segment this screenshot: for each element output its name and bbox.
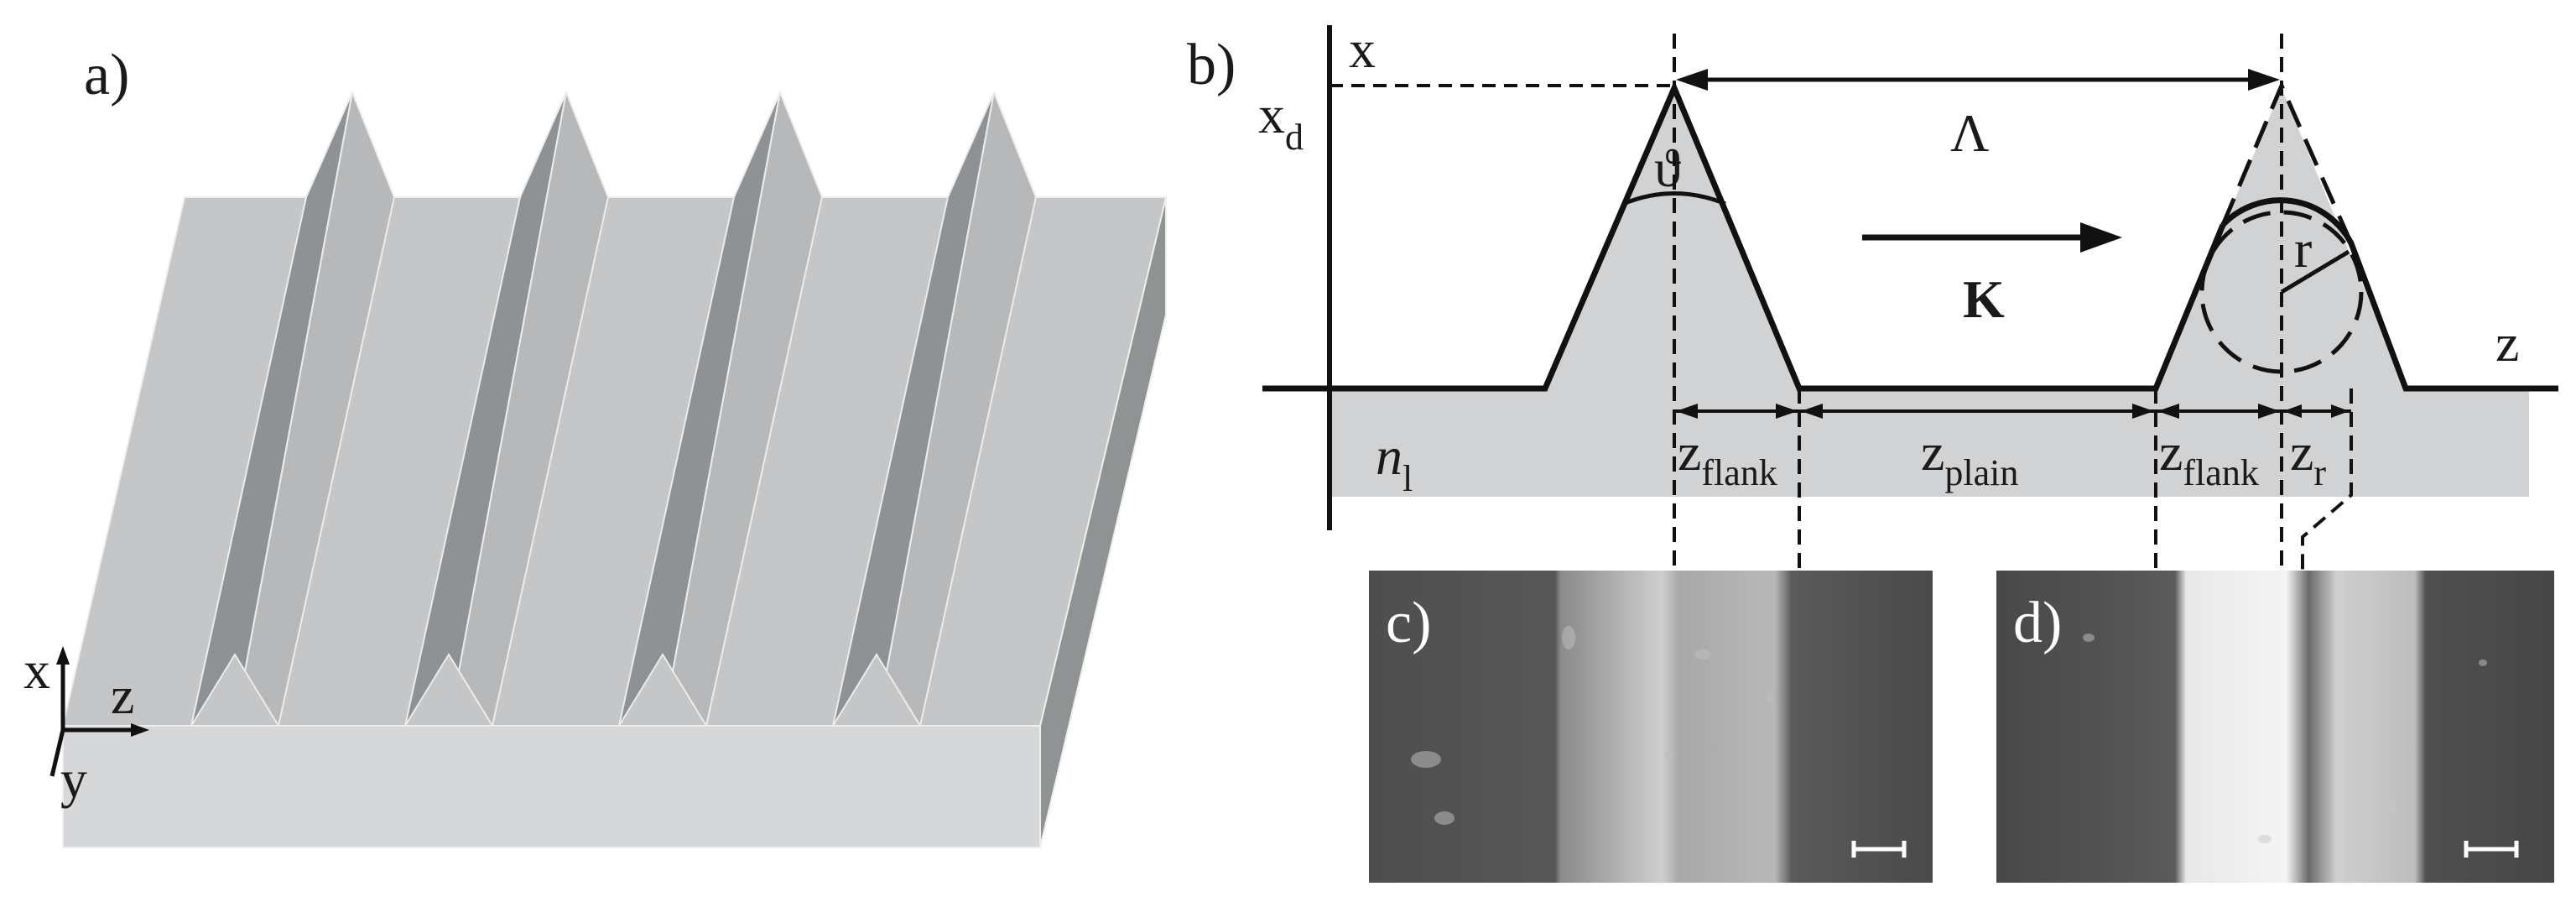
lambda-label: Λ xyxy=(1950,103,1989,163)
theta-label: ϑ xyxy=(1654,138,1681,198)
z-r-label: zr xyxy=(2290,422,2326,493)
profile-outline xyxy=(1262,81,2226,392)
z-flank-left-label: zflank xyxy=(1678,422,1777,493)
panel-a-axis-y-label: y xyxy=(60,749,87,809)
panel-a-axis-x-label: x xyxy=(23,640,50,700)
refractive-index-label: nl xyxy=(1376,426,1413,499)
xd-label: xd xyxy=(1258,85,1304,158)
panel-d-label: d) xyxy=(2013,591,2062,655)
axis-z-label: z xyxy=(2495,313,2519,373)
panel-a-axis-z-label: z xyxy=(111,665,134,725)
sem-image-c xyxy=(1369,571,1933,883)
panel-a: a) xyxy=(23,43,1168,848)
k-vector-label: K xyxy=(1963,269,2005,329)
axis-x-label: x xyxy=(1349,19,1376,79)
panel-c: c) xyxy=(1369,571,1933,883)
panel-a-label: a) xyxy=(84,43,129,107)
dimension-guides xyxy=(1673,34,2353,579)
panel-b: b) x xd r ϑ Λ K z xyxy=(1187,19,2558,579)
lambda-arrow-left-head xyxy=(1676,69,1708,91)
panel-d: d) xyxy=(1996,571,2554,883)
z-plain-label: zplain xyxy=(1921,422,2018,493)
profile-fill xyxy=(1330,88,2529,497)
sem-d-debris xyxy=(2083,633,2487,843)
radius-circle xyxy=(2199,210,2364,374)
ridge-front-profiles xyxy=(190,653,922,727)
z-flank-right-label: zflank xyxy=(2159,422,2259,493)
panel-c-label: c) xyxy=(1386,591,1431,655)
axis-z-arrowhead xyxy=(131,723,149,737)
sem-c-debris xyxy=(1411,626,1774,825)
panel-b-label: b) xyxy=(1187,33,1236,97)
radius-line xyxy=(2280,249,2350,295)
axis-x-arrowhead xyxy=(56,646,70,665)
radius-label: r xyxy=(2294,219,2312,279)
angle-arc xyxy=(1622,191,1726,206)
sem-image-d xyxy=(1996,571,2554,883)
panel-a-axes xyxy=(49,654,143,777)
lambda-arrow-right-head xyxy=(2248,69,2280,91)
substrate-front-face xyxy=(62,725,1041,848)
dimension-arrowheads xyxy=(1676,404,2350,419)
k-vector-head xyxy=(2080,222,2122,253)
